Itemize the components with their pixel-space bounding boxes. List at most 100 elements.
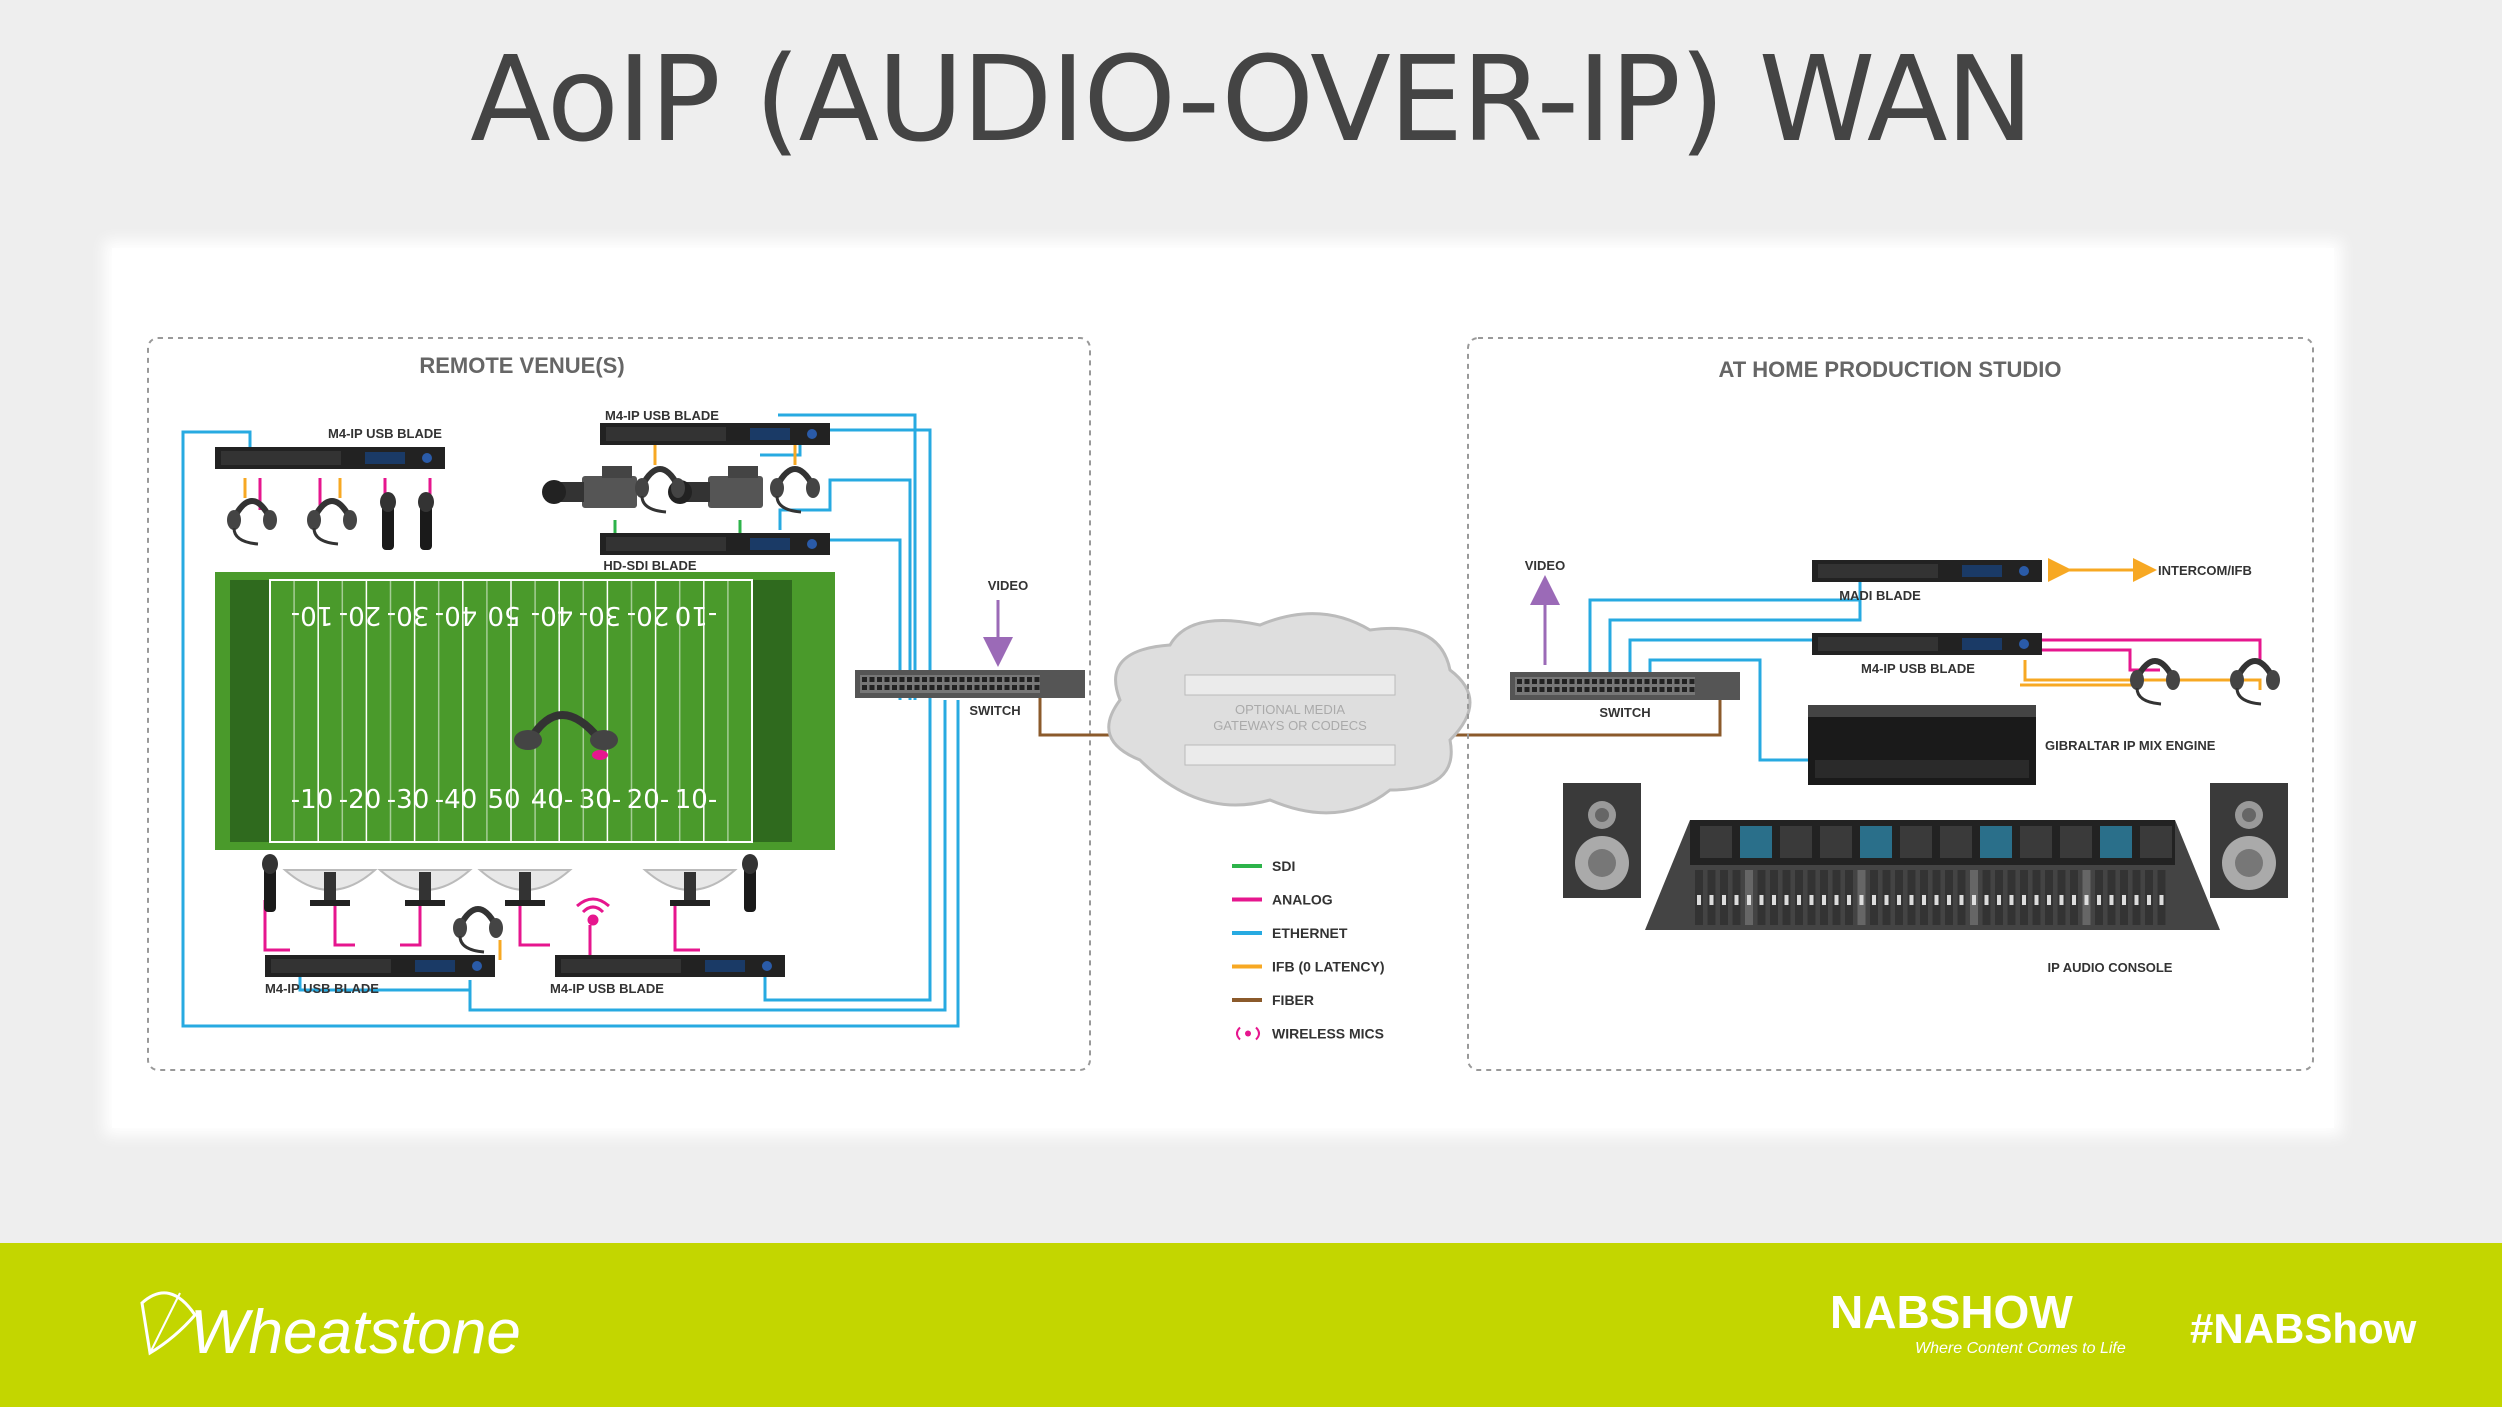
switch-port	[1532, 679, 1537, 684]
speaker-icon	[1563, 783, 1641, 898]
studio-switch-label: SWITCH	[1599, 705, 1650, 720]
console-screen	[2060, 826, 2092, 858]
switch-port	[1584, 687, 1590, 692]
console-fader-cap	[2084, 895, 2089, 905]
yard-number-top: 30-	[387, 600, 429, 630]
video-label-remote: VIDEO	[988, 578, 1028, 593]
console-screen	[2100, 826, 2132, 858]
switch-port	[907, 685, 912, 690]
switch-port	[884, 685, 890, 690]
switch-port	[944, 685, 950, 690]
blade-top-left-label: M4-IP USB BLADE	[328, 426, 442, 441]
fiber-lines	[1038, 698, 1722, 737]
console-screen	[1780, 826, 1812, 858]
parabolic-mic-icon	[379, 869, 471, 907]
console-fader-cap	[2134, 895, 2139, 905]
console-fader-cap	[2147, 895, 2151, 905]
switch-port	[1584, 679, 1590, 684]
switch-port	[1629, 687, 1635, 692]
switch-port	[1599, 679, 1605, 684]
switch-port	[1682, 679, 1687, 684]
switch-port	[1019, 677, 1025, 682]
slide-title: AoIP (AUDIO-OVER-IP) WAN	[470, 30, 2034, 168]
switch-port	[1004, 677, 1010, 682]
yard-number-top: 30-	[579, 600, 621, 630]
m4-blade-studio-label: M4-IP USB BLADE	[1861, 661, 1975, 676]
switch-port	[1614, 679, 1620, 684]
remote-switch-label: SWITCH	[969, 703, 1020, 718]
switch-port	[1614, 687, 1620, 692]
switch-port	[914, 685, 920, 690]
legend-label: ANALOG	[1272, 892, 1333, 908]
switch-port	[1547, 679, 1552, 684]
yard-number-bottom: 10-	[675, 785, 717, 815]
console-fader-cap	[2122, 895, 2126, 905]
console-fader-cap	[2097, 895, 2101, 905]
blade-bottom-right: M4-IP USB BLADE	[550, 955, 785, 996]
switch-port	[974, 677, 980, 682]
switch-port	[1539, 679, 1545, 684]
switch-port	[1027, 677, 1032, 682]
remote-switch: SWITCH	[855, 670, 1085, 718]
switch-port	[1524, 679, 1530, 684]
switch-port	[1517, 679, 1522, 684]
switch-port	[959, 677, 965, 682]
switch-port	[922, 677, 927, 682]
yard-number-top: 10-	[291, 600, 333, 630]
console-fader-cap	[2034, 895, 2039, 905]
console-fader-cap	[1859, 895, 1864, 905]
yard-number-bottom: 20-	[627, 785, 669, 815]
switch-port	[1539, 687, 1545, 692]
switch-port	[922, 685, 927, 690]
console-fader-cap	[1759, 895, 1764, 905]
video-label-studio: VIDEO	[1525, 558, 1565, 573]
switch-port	[1592, 679, 1597, 684]
switch-port	[1547, 687, 1552, 692]
legend-label: FIBER	[1272, 992, 1314, 1008]
console-fader-cap	[1947, 895, 1951, 905]
wireless-icon	[576, 897, 610, 926]
console-fader-cap	[1997, 895, 2001, 905]
switch-port	[944, 677, 950, 682]
nab-text: NABSHOW	[1830, 1286, 2073, 1338]
console-fader-cap	[1809, 895, 1814, 905]
console-fader-cap	[1922, 895, 1926, 905]
switch-port	[937, 677, 942, 682]
headset-icon	[2230, 661, 2280, 704]
switch-port	[959, 685, 965, 690]
speaker-icon	[2210, 783, 2288, 898]
switch-port	[1637, 679, 1642, 684]
wireless-icon	[1236, 1026, 1260, 1041]
blade-top-right-label: M4-IP USB BLADE	[605, 408, 719, 423]
switch-port	[877, 685, 882, 690]
headset-icon	[453, 909, 503, 952]
switch-port	[1019, 685, 1025, 690]
switch-port	[1569, 679, 1575, 684]
console-fader-cap	[1722, 895, 1726, 905]
blade-bottom-left: M4-IP USB BLADE	[265, 955, 495, 996]
switch-port	[1689, 679, 1695, 684]
switch-port	[1554, 687, 1560, 692]
headset-icon	[2130, 661, 2180, 704]
console-fader-cap	[1847, 895, 1851, 905]
console-fader-cap	[1934, 895, 1939, 905]
legend-label: WIRELESS MICS	[1272, 1026, 1384, 1042]
yard-number-bottom: 50	[487, 785, 520, 815]
switch-port	[982, 685, 987, 690]
yard-number-top: -10	[675, 600, 717, 630]
switch-port	[1644, 679, 1650, 684]
switch-port	[907, 677, 912, 682]
cloud-label-2: GATEWAYS OR CODECS	[1213, 718, 1367, 733]
console-fader-cap	[1909, 895, 1914, 905]
switch-port	[1652, 679, 1657, 684]
console-fader-cap	[2072, 895, 2076, 905]
switch-port	[1682, 687, 1687, 692]
video-camera-icon	[542, 466, 637, 508]
remote-venue-title: REMOTE VENUE(S)	[419, 353, 624, 378]
wheatstone-logo: Wheatstone	[140, 1291, 521, 1367]
console-fader-cap	[1984, 895, 1989, 905]
switch-port	[1599, 687, 1605, 692]
switch-port	[1667, 679, 1672, 684]
